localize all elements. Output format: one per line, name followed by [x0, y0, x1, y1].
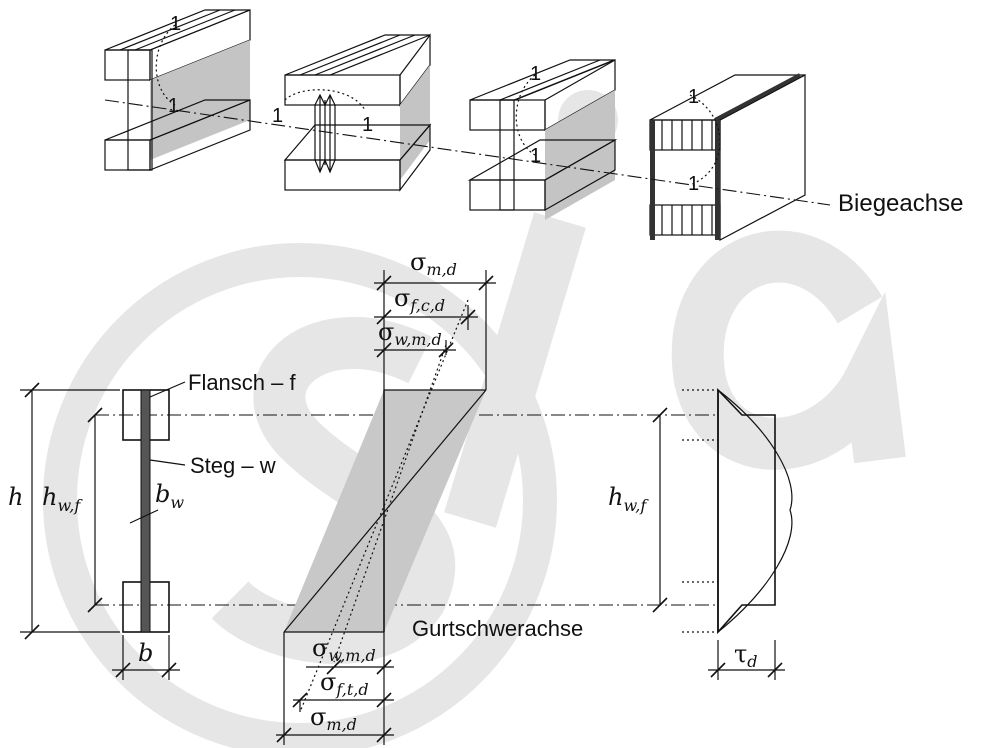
label-bw: bw: [155, 480, 184, 512]
shear-diagram: [652, 388, 793, 680]
dimension-b: [112, 635, 180, 680]
section-mark: 1: [272, 105, 283, 127]
label-hwf-right: hw,f: [608, 483, 649, 515]
section-mark: 1: [688, 86, 699, 108]
stress-top-md: σm,d: [410, 248, 457, 279]
beam-box: [649, 73, 806, 241]
section-mark: 1: [530, 145, 541, 167]
stress-dimensions-bottom: [276, 632, 394, 745]
stress-bottom-ftd: σf,t,d: [320, 668, 369, 699]
section-mark: 1: [362, 114, 373, 136]
dimension-hwf-left: [87, 407, 103, 613]
bending-axis-label: Biegeachse: [838, 190, 963, 217]
section-mark: 1: [688, 173, 699, 195]
flange-centroid-axis-label: Gurtschwerachse: [412, 616, 583, 641]
beam-plate-web: [467, 58, 618, 220]
stress-bottom-wmd: σw,m,d: [312, 634, 376, 665]
beam-glued-i: [104, 9, 251, 171]
dimension-h: [20, 382, 120, 640]
web-label: Steg – w: [190, 453, 276, 478]
label-b: b: [138, 639, 153, 667]
section-mark: 1: [530, 63, 541, 85]
flange-label: Flansch – f: [188, 370, 296, 395]
stress-bottom-md: σm,d: [310, 703, 357, 734]
beam-finger-joint: [283, 33, 432, 192]
flange-leader: [149, 381, 186, 398]
section-mark: 1: [168, 95, 179, 117]
i-section: [122, 389, 170, 633]
label-h: h: [8, 483, 23, 511]
stress-dimensions-top: [374, 270, 496, 390]
stress-top-fcd: σf,c,d: [394, 284, 445, 315]
stress-diagram: [283, 299, 487, 713]
bw-leader: [129, 509, 159, 524]
stress-top-wmd: σw,m,d: [378, 318, 442, 349]
section-marks: 1 1 1 1 1 1 1 1: [168, 13, 699, 195]
label-hwf-left: hw,f: [42, 483, 83, 515]
bending-axis-line: [104, 99, 831, 206]
section-mark: 1: [170, 13, 181, 35]
label-tau-d: τd: [734, 640, 758, 671]
web-leader: [149, 459, 186, 466]
